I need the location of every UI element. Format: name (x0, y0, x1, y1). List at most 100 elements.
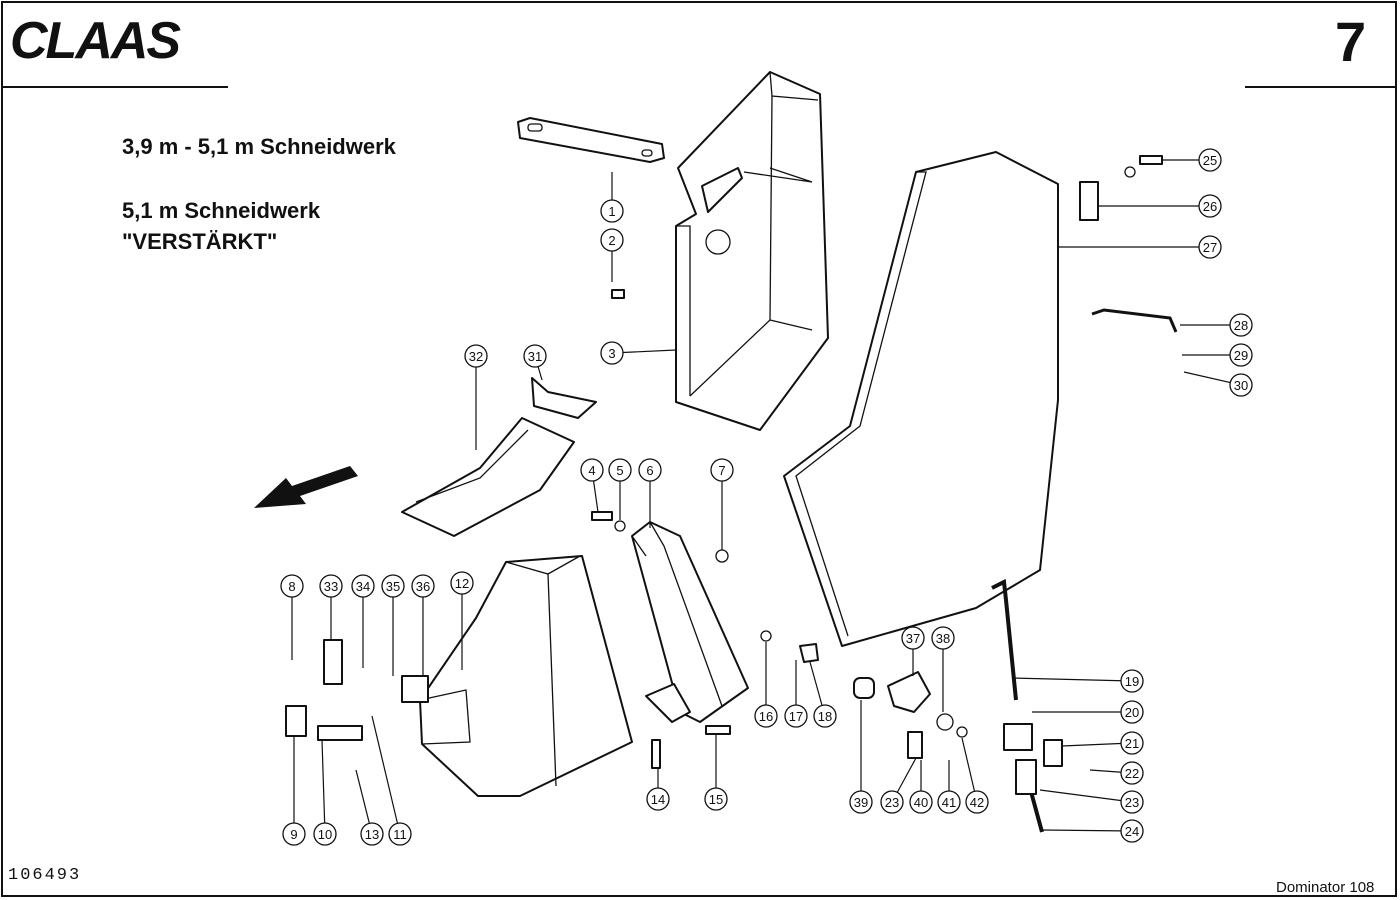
callout-circle (1120, 669, 1144, 693)
callout-number: 10 (318, 827, 332, 842)
callout-29: 29 (1229, 343, 1253, 367)
callout-19: 19 (1120, 669, 1144, 693)
callout-2: 2 (600, 228, 624, 252)
title-line-1: 3,9 m - 5,1 m Schneidwerk (122, 134, 396, 159)
callout-16: 16 (754, 704, 778, 728)
callout-circle (1229, 373, 1253, 397)
callout-30: 30 (1229, 373, 1253, 397)
callout-31: 31 (523, 344, 547, 368)
callout-number: 4 (588, 463, 595, 478)
callout-number: 38 (936, 631, 950, 646)
callout-circle (638, 458, 662, 482)
part-3-housing (675, 71, 829, 431)
arrow-left-down-icon (254, 466, 358, 508)
callout-circle (813, 704, 837, 728)
callout-12: 12 (450, 571, 474, 595)
callout-35: 35 (381, 574, 405, 598)
callout-circle (280, 574, 304, 598)
callout-number: 32 (469, 349, 483, 364)
callout-number: 19 (1125, 674, 1139, 689)
callout-number: 1 (608, 204, 615, 219)
title-line-2: 5,1 m Schneidwerk (122, 198, 321, 223)
callout-circle (710, 458, 734, 482)
callout-circle (1229, 313, 1253, 337)
callout-4: 4 (580, 458, 604, 482)
drawing-number: 106493 (8, 866, 82, 885)
callout-9: 9 (282, 822, 306, 846)
callout-23: 23 (1120, 790, 1144, 814)
callout-number: 37 (906, 631, 920, 646)
callout-37: 37 (901, 626, 925, 650)
callout-number: 33 (324, 579, 338, 594)
callout-circle (1198, 194, 1222, 218)
callout-circle (388, 822, 412, 846)
part-19-rod (991, 578, 1018, 701)
leader-line-19 (1011, 677, 1133, 682)
callout-number: 11 (393, 827, 407, 842)
leader-line-23 (1039, 789, 1133, 803)
callout-circle (931, 626, 955, 650)
callout-circle (1120, 700, 1144, 724)
callout-circle (600, 228, 624, 252)
callout-circle (411, 574, 435, 598)
callout-28: 28 (1229, 313, 1253, 337)
callout-10: 10 (313, 822, 337, 846)
callout-circle (608, 458, 632, 482)
callout-number: 31 (528, 349, 542, 364)
title-line-3: "VERSTÄRKT" (122, 229, 278, 254)
callout-number: 13 (365, 827, 379, 842)
part-32-floor-plate (401, 417, 575, 537)
callout-3: 3 (600, 341, 624, 365)
callout-6: 6 (638, 458, 662, 482)
callout-number: 22 (1125, 766, 1139, 781)
callout-circle (1120, 731, 1144, 755)
callout-number: 24 (1125, 824, 1139, 839)
callout-33: 33 (319, 574, 343, 598)
callout-circle (1120, 761, 1144, 785)
callout-circle (360, 822, 384, 846)
callout-20: 20 (1120, 700, 1144, 724)
callout-circle (313, 822, 337, 846)
callout-circle (784, 704, 808, 728)
page-number: 7 (1335, 10, 1367, 73)
callout-circle (901, 626, 925, 650)
callout-number: 39 (854, 795, 868, 810)
callout-42: 42 (965, 790, 989, 814)
callout-number: 29 (1234, 348, 1248, 363)
callout-circle (600, 199, 624, 223)
callout-number: 26 (1203, 199, 1217, 214)
callout-number: 23 (885, 795, 899, 810)
callout-5: 5 (608, 458, 632, 482)
callout-number: 30 (1234, 378, 1248, 393)
callout-number: 9 (290, 827, 297, 842)
callout-26: 26 (1198, 194, 1222, 218)
callout-circle (282, 822, 306, 846)
callout-number: 3 (608, 346, 615, 361)
callout-number: 7 (718, 463, 725, 478)
leader-lines (291, 159, 1242, 835)
callout-circle (523, 344, 547, 368)
callout-circle (849, 790, 873, 814)
callout-circle (1198, 148, 1222, 172)
callout-18: 18 (813, 704, 837, 728)
callout-number: 40 (914, 795, 928, 810)
callout-circle (319, 574, 343, 598)
logo-text: CLAAS (10, 14, 181, 64)
callout-circle (646, 787, 670, 811)
callout-number: 21 (1125, 736, 1139, 751)
callout-15: 15 (704, 787, 728, 811)
callout-11: 11 (388, 822, 412, 846)
callout-number: 5 (616, 463, 623, 478)
leader-line-11 (371, 715, 401, 835)
callout-number: 27 (1203, 240, 1217, 255)
callout-circle (754, 704, 778, 728)
callout-number: 17 (789, 709, 803, 724)
callout-34: 34 (351, 574, 375, 598)
callout-number: 28 (1234, 318, 1248, 333)
callout-number: 18 (818, 709, 832, 724)
part-31-angle (531, 377, 597, 419)
callout-7: 7 (710, 458, 734, 482)
